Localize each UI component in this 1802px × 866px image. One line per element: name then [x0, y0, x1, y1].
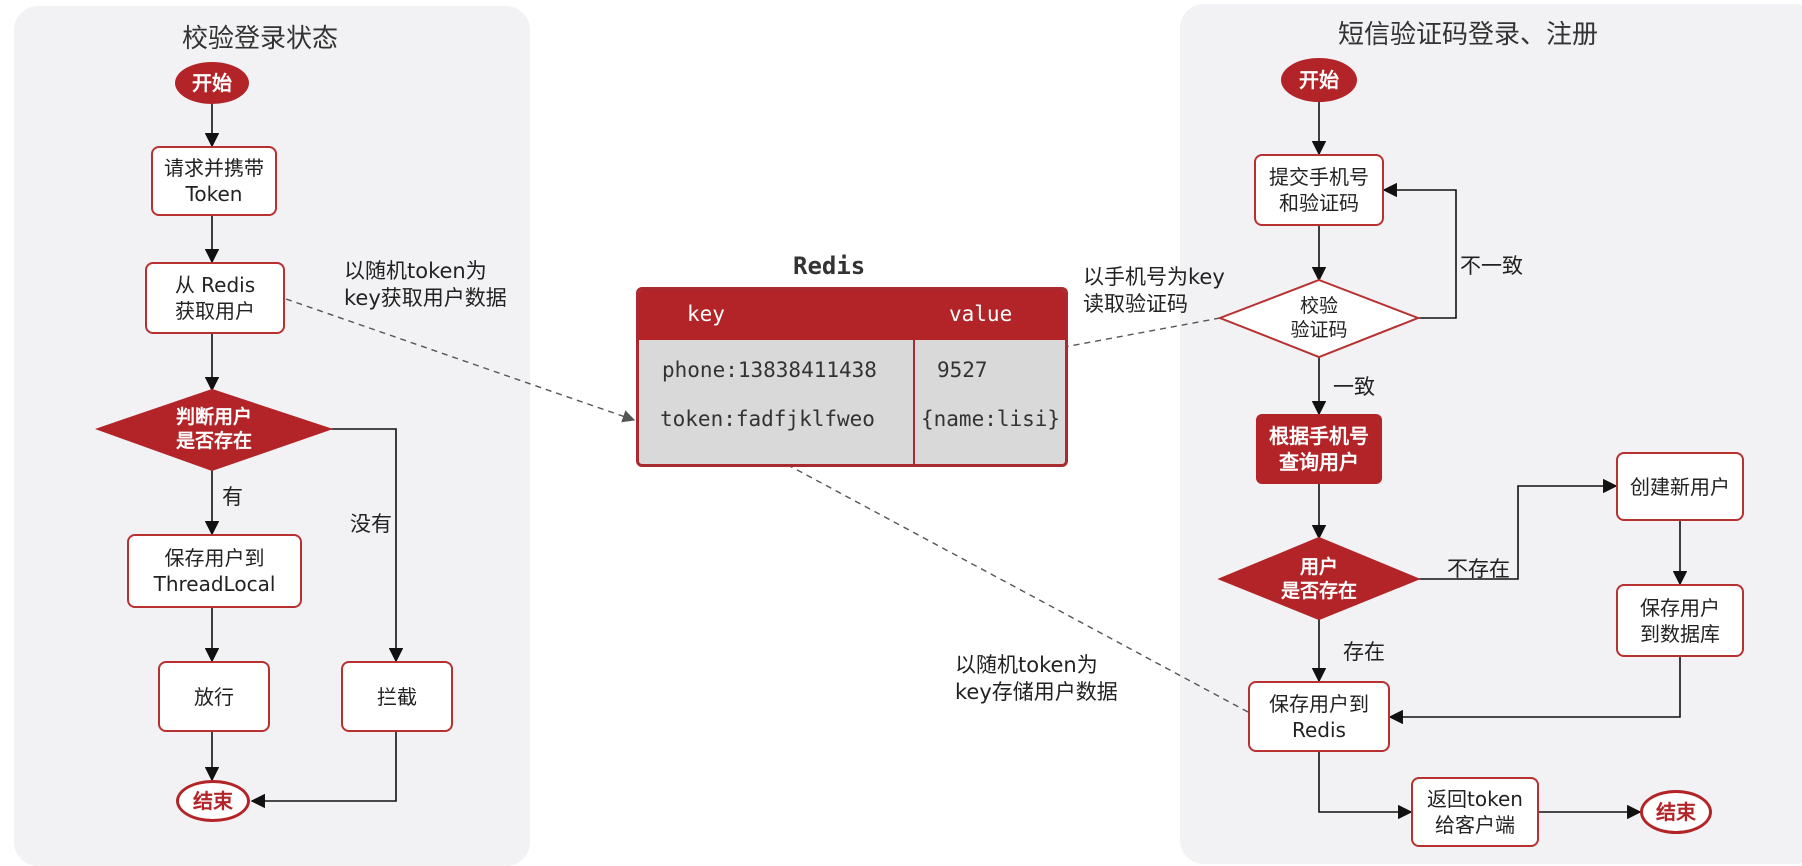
right-end-node: 结束: [1640, 790, 1712, 834]
diamond-user-exists: [1217, 536, 1421, 621]
verify-code-label: 校验 验证码: [1290, 295, 1348, 341]
submit-phone-node: 提交手机号 和验证码: [1254, 154, 1384, 226]
edge-getuser-redis-dashed: [285, 298, 636, 423]
edge-verify-redis-dashed: [1014, 317, 1221, 361]
check-user-label: 判断用户 是否存在: [175, 406, 253, 452]
edge-intercept-end: [250, 732, 397, 809]
redis-row-1-value: 9527: [937, 358, 988, 382]
match-label: 一致: [1333, 375, 1375, 399]
yes-label: 有: [222, 485, 243, 509]
save-redis-node: 保存用户到 Redis: [1248, 681, 1390, 752]
not-exists-label: 不存在: [1447, 557, 1510, 581]
redis-key-header: key: [687, 302, 725, 326]
edge-saveredis-return: [1318, 752, 1413, 820]
redis-column-divider: [913, 340, 915, 464]
right-start-node: 开始: [1281, 58, 1357, 102]
edge-exists-create: [1418, 478, 1618, 580]
diamond-check-user: [94, 388, 334, 472]
intercept-node: 拦截: [341, 661, 453, 732]
edge-saveredis-redis-dashed: [758, 449, 1249, 713]
left-end-node: 结束: [176, 780, 250, 822]
redis-row-2-value: {name:lisi}: [921, 407, 1061, 431]
user-exists-label: 用户 是否存在: [1280, 556, 1358, 602]
pass-node: 放行: [158, 661, 270, 732]
save-db-node: 保存用户 到数据库: [1616, 584, 1744, 657]
return-token-node: 返回token 给客户端: [1411, 777, 1539, 847]
redis-table: key value phone:13838411438 9527 token:f…: [636, 287, 1068, 467]
request-token-node: 请求并携带 Token: [151, 146, 277, 216]
get-user-redis-node: 从 Redis 获取用户: [145, 262, 285, 334]
exists-label: 存在: [1343, 640, 1385, 664]
redis-row-1-key: phone:13838411438: [662, 358, 877, 382]
query-user-node: 根据手机号 查询用户: [1256, 414, 1382, 484]
redis-title: Redis: [793, 252, 866, 280]
edge-savedb-saveredis: [1388, 657, 1681, 725]
right-panel-title: 短信验证码登录、注册: [1338, 20, 1599, 50]
redis-value-header: value: [949, 302, 1013, 326]
save-threadlocal-node: 保存用户到 ThreadLocal: [127, 534, 302, 608]
redis-table-header: [639, 290, 1065, 340]
create-user-node: 创建新用户: [1616, 452, 1744, 521]
flow-connectors: [94, 101, 1688, 820]
store-by-token-annotation: 以随机token为 key存储用户数据: [955, 653, 1118, 704]
edge-verify-submit: [1382, 182, 1457, 319]
no-label: 没有: [350, 512, 392, 536]
mismatch-label: 不一致: [1460, 254, 1523, 278]
diamond-verify-code: [1217, 278, 1421, 359]
edge-check-intercept: [330, 428, 404, 663]
read-by-phone-annotation: 以手机号为key 读取验证码: [1083, 265, 1225, 316]
fetch-by-token-annotation: 以随机token为 key获取用户数据: [344, 259, 507, 310]
left-start-node: 开始: [175, 62, 249, 104]
redis-row-2-key: token:fadfjklfweo: [660, 407, 875, 431]
left-panel-title: 校验登录状态: [182, 24, 339, 54]
